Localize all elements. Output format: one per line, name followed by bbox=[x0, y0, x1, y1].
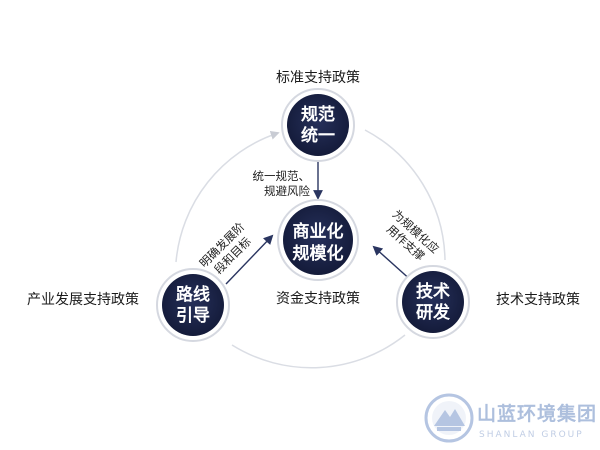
orbit-arc-top-right bbox=[364, 129, 446, 261]
node-left: 路线 引导 bbox=[156, 268, 230, 342]
node-center: 商业化 规模化 bbox=[277, 199, 359, 281]
node-top-line1: 规范 bbox=[301, 104, 335, 125]
node-top: 规范 统一 bbox=[281, 88, 355, 162]
annotation-top-line2: 规避风险 bbox=[264, 184, 310, 198]
node-left-line1: 路线 bbox=[176, 284, 210, 305]
node-top-line2: 统一 bbox=[301, 125, 335, 146]
watermark-cn: 山蓝环境集团 bbox=[477, 402, 597, 425]
node-right-line1: 技术 bbox=[416, 281, 450, 302]
arrow-left-to-center bbox=[225, 234, 274, 285]
annotation-right: 为规模化应 用作支撑 bbox=[384, 207, 442, 264]
arrow-right-to-center bbox=[372, 245, 414, 283]
annotation-top-line1: 统一规范、 bbox=[253, 169, 311, 183]
orbit-arc-bottom bbox=[231, 334, 406, 369]
node-right: 技术 研发 bbox=[396, 265, 470, 339]
caption-funding-policy: 资金支持政策 bbox=[276, 290, 360, 307]
caption-tech-policy: 技术支持政策 bbox=[496, 291, 580, 308]
watermark: 山蓝环境集团 SHANLAN GROUP bbox=[424, 393, 597, 443]
caption-standard-policy: 标准支持政策 bbox=[276, 69, 360, 86]
orbit-arc-top-left bbox=[175, 131, 280, 263]
caption-industry-policy: 产业发展支持政策 bbox=[27, 291, 139, 308]
node-left-line2: 引导 bbox=[176, 306, 210, 326]
mountain-logo-icon bbox=[424, 393, 474, 443]
node-center-line2: 规模化 bbox=[293, 243, 344, 264]
node-right-line2: 研发 bbox=[416, 302, 451, 323]
watermark-en: SHANLAN GROUP bbox=[479, 430, 584, 440]
node-center-line1: 商业化 bbox=[293, 221, 344, 242]
